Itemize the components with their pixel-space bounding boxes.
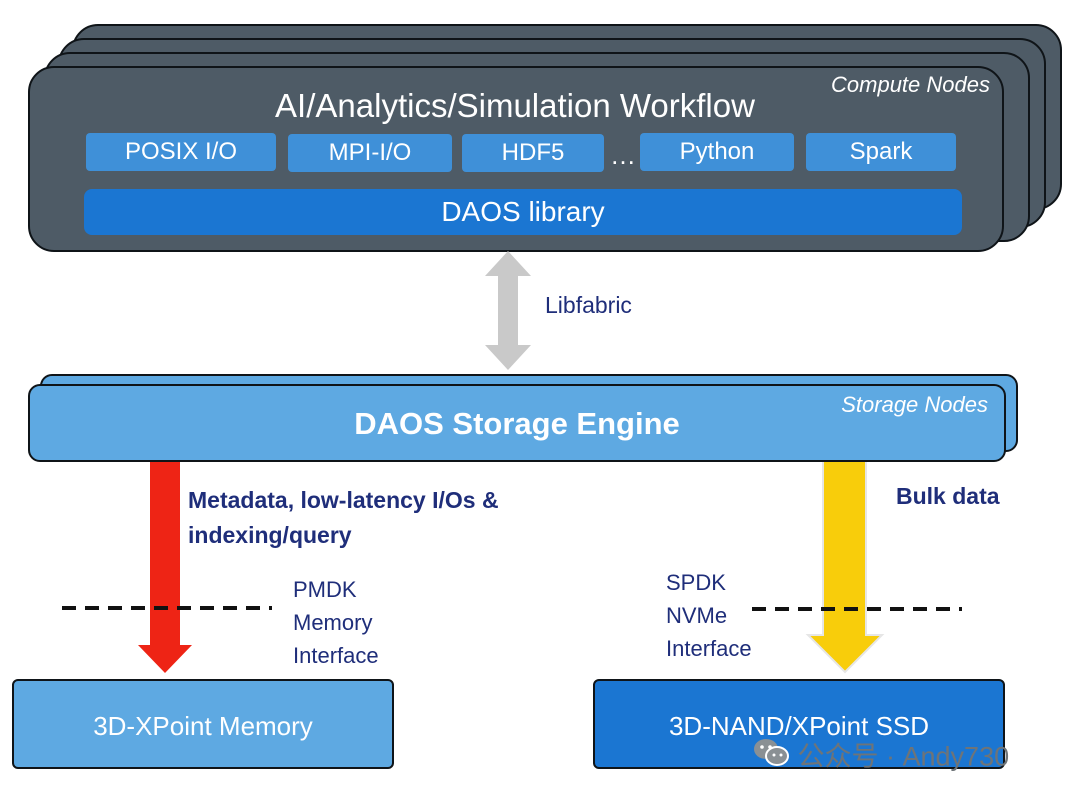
libfabric-arrow [485,251,531,370]
metadata-description-line-1: Metadata, low-latency I/Os & [188,487,499,513]
interface-spark: Spark [806,133,956,171]
bulk-data-arrow [805,460,885,674]
interface-mpi-io: MPI-I/O [288,134,452,172]
spdk-line-3: Interface [666,636,752,661]
spdk-interface-label: SPDK NVMe Interface [666,566,752,665]
wechat-watermark: 公众号 · Andy730 [752,736,1009,777]
watermark-text: 公众号 · Andy730 [797,741,1010,772]
metadata-description: Metadata, low-latency I/Os & indexing/qu… [188,483,588,553]
pmdk-line-1: PMDK [293,577,357,602]
interface-posix: POSIX I/O [86,133,276,171]
xpoint-memory-box: 3D-XPoint Memory [12,679,394,769]
metadata-description-line-2: indexing/query [188,522,352,548]
compute-nodes-label: Compute Nodes [831,72,990,97]
nand-ssd-box: 3D-NAND/XPoint SSD [593,679,1005,769]
interface-python: Python [640,133,794,171]
storage-engine-box [28,384,1006,462]
interface-hdf5: HDF5 [462,134,604,172]
storage-nodes-label: Storage Nodes [841,392,988,417]
storage-engine-title: DAOS Storage Engine [354,406,680,441]
bulk-data-description: Bulk data [896,483,1000,509]
metadata-arrow [138,461,192,673]
spdk-line-2: NVMe [666,603,728,628]
spdk-line-1: SPDK [666,570,726,595]
interface-ellipsis: … [610,140,636,170]
libfabric-label: Libfabric [545,292,632,318]
workflow-title: AI/Analytics/Simulation Workflow [275,87,755,124]
wechat-icon [752,736,790,777]
daos-library-box: DAOS library [84,189,962,235]
pmdk-interface-label: PMDK Memory Interface [293,573,379,672]
pmdk-line-3: Interface [293,643,379,668]
pmdk-line-2: Memory [293,610,373,635]
